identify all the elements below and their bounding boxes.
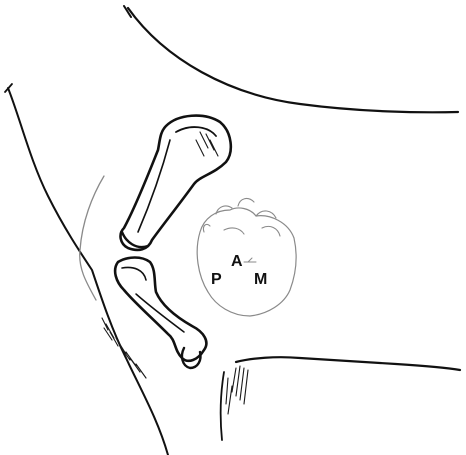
humerus-inner-edge [176, 127, 216, 136]
label-p: P [211, 271, 222, 288]
label-a: A [231, 253, 243, 270]
upper-body-contour [128, 8, 458, 112]
left-body-contour [8, 88, 168, 455]
ulna-outline [115, 258, 206, 361]
heart-vessels [203, 199, 280, 236]
lower-right-shading [226, 366, 248, 414]
humerus-distal-end [122, 232, 148, 247]
heart-internal-line [244, 258, 256, 262]
soft-tissue-shading [102, 318, 146, 378]
humerus-outline [121, 116, 231, 250]
ulna-inner-line [122, 268, 146, 281]
lower-right-contour-b [221, 372, 224, 440]
soft-tissue-contour [80, 176, 104, 300]
label-m: M [254, 271, 267, 288]
lower-right-contour [236, 357, 460, 370]
